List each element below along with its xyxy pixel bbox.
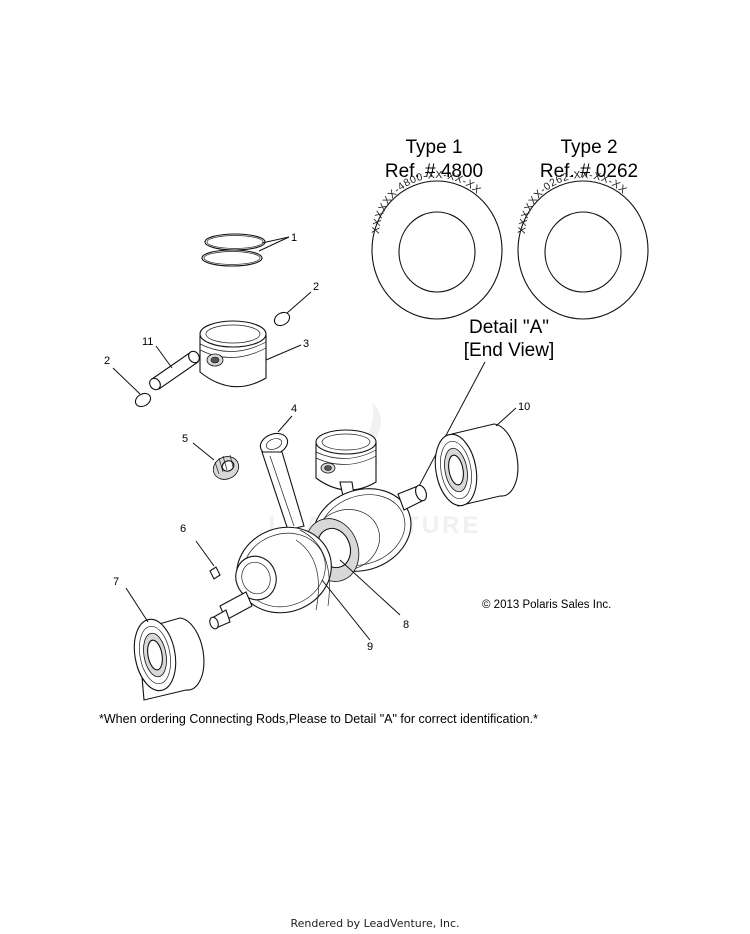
copyright-text: © 2013 Polaris Sales Inc. xyxy=(482,599,611,611)
detail-type2: Type 2 Ref. # 0262 XXXXXX-0262-XX-XX-XX xyxy=(516,137,649,320)
callout-1: 1 xyxy=(291,232,297,244)
detail-heading: Detail "A" xyxy=(469,317,549,338)
connecting-rod xyxy=(259,432,305,531)
callout-11: 11 xyxy=(142,336,153,348)
callout-2a: 2 xyxy=(313,281,319,293)
callout-5: 5 xyxy=(182,433,188,445)
footer-credit: Rendered by LeadVenture, Inc. xyxy=(290,917,460,930)
piston xyxy=(199,320,267,388)
callout-9: 9 xyxy=(367,641,373,653)
needle-bearing xyxy=(212,454,240,480)
type2-title: Type 2 xyxy=(560,137,617,158)
type2-ref: Ref. # 0262 xyxy=(540,161,638,182)
piston-pin xyxy=(149,350,200,391)
ordering-note: *When ordering Connecting Rods,Please to… xyxy=(99,712,538,726)
woodruff-key xyxy=(209,566,221,580)
main-bearing-right xyxy=(434,423,519,507)
piston-assembled xyxy=(315,429,377,511)
callout-7: 7 xyxy=(113,576,119,588)
callout-8: 8 xyxy=(403,619,409,631)
main-bearing-left xyxy=(133,617,205,701)
crankshaft-assembly xyxy=(209,484,427,630)
callout-2b: 2 xyxy=(104,355,110,367)
callout-10: 10 xyxy=(518,401,530,413)
piston-rings xyxy=(201,233,266,267)
detail-subheading: [End View] xyxy=(464,340,554,361)
circlip-right xyxy=(273,311,291,327)
callout-6: 6 xyxy=(180,523,186,535)
type1-title: Type 1 xyxy=(405,137,462,158)
type1-rod-end-bore xyxy=(398,211,476,293)
callout-3: 3 xyxy=(303,338,309,350)
type2-rod-end-bore xyxy=(544,211,622,293)
circlip-left xyxy=(134,392,152,408)
detail-leader-line xyxy=(417,361,486,489)
detail-type1: Type 1 Ref. # 4800 XXXXXX-4800-XX-XX-XX xyxy=(370,137,503,320)
type1-ref: Ref. # 4800 xyxy=(385,161,483,182)
callout-4: 4 xyxy=(291,403,297,415)
